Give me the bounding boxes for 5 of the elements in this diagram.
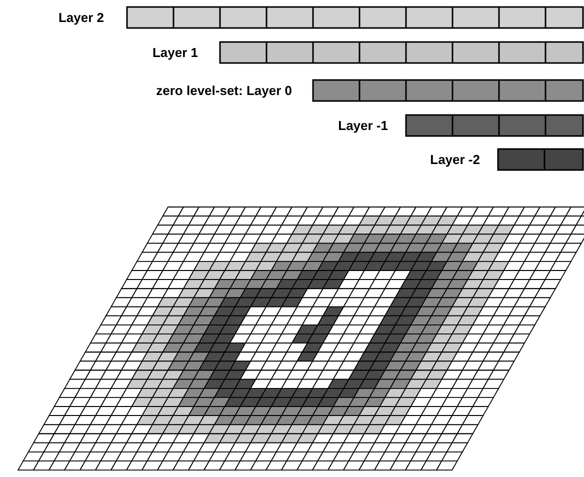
layer-label: Layer 2: [58, 10, 104, 26]
layer-label: zero level-set: Layer 0: [156, 83, 292, 99]
layer-label: Layer -2: [430, 152, 480, 168]
layer-label: Layer 1: [152, 45, 198, 61]
layer-label: Layer -1: [338, 118, 388, 134]
